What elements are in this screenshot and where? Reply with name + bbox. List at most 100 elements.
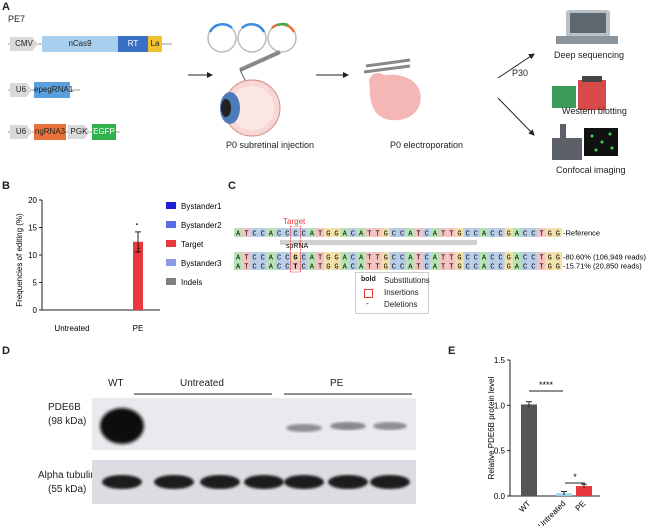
western-blot-image <box>92 398 416 504</box>
base-letter: G <box>556 264 560 272</box>
base-letter: G <box>457 255 461 263</box>
base-cell <box>365 228 374 237</box>
tubulin-band <box>154 475 194 489</box>
base-letter: C <box>474 255 478 263</box>
chart-b-legend-swatch <box>166 278 176 285</box>
base-letter: C <box>523 231 527 239</box>
base-letter: T <box>244 264 248 272</box>
base-letter: T <box>416 264 420 272</box>
rt-block: RT <box>118 36 148 52</box>
base-cell <box>439 261 448 270</box>
base-letter: A <box>482 264 487 272</box>
base-letter: C <box>490 264 494 272</box>
base-letter: C <box>351 231 355 239</box>
base-cell <box>553 261 562 270</box>
base-letter: A <box>236 264 241 272</box>
output-western-blotting: Western blotting <box>562 106 627 116</box>
base-cell <box>504 228 513 237</box>
base-cell <box>250 261 259 270</box>
base-letter: C <box>466 264 470 272</box>
base-cell <box>545 228 554 237</box>
base-letter: C <box>261 231 265 239</box>
base-letter: T <box>375 264 379 272</box>
blot-row1-kda: (98 kDa) <box>48 416 87 427</box>
base-letter: A <box>236 255 241 263</box>
base-cell <box>275 228 284 237</box>
panel-label-a: A <box>2 1 10 13</box>
chart-b-legend-swatch <box>166 221 176 228</box>
chart-e-ytick-label: 1.5 <box>494 356 506 365</box>
legend-substitutions: Substitutions <box>384 276 430 285</box>
base-cell <box>455 261 464 270</box>
base-letter: C <box>351 264 355 272</box>
base-cell <box>373 252 382 261</box>
base-cell <box>283 228 292 237</box>
base-cell <box>455 252 464 261</box>
base-letter: C <box>498 255 502 263</box>
sig-label-1: **** <box>539 380 554 390</box>
pgk-promoter: PGK <box>68 125 90 139</box>
base-letter: G <box>457 231 461 239</box>
chart-b-legend-label: Indels <box>181 278 202 287</box>
base-letter: C <box>293 231 297 239</box>
chart-e-bar <box>576 486 592 496</box>
base-cell <box>324 252 333 261</box>
base-cell <box>348 252 357 261</box>
base-letter: C <box>490 255 494 263</box>
panel-label-b: B <box>2 180 10 192</box>
panel-label-e: E <box>448 345 456 357</box>
base-cell <box>389 228 398 237</box>
chart-b-legend-swatch <box>166 259 176 266</box>
base-cell <box>324 261 333 270</box>
base-cell <box>381 228 390 237</box>
base-letter: C <box>425 231 429 239</box>
sig-label-2: * <box>573 472 577 482</box>
base-letter: A <box>359 264 364 272</box>
western-blot-icon <box>552 76 606 110</box>
base-letter: C <box>277 255 281 263</box>
base-cell <box>430 252 439 261</box>
base-cell <box>422 228 431 237</box>
base-letter: C <box>302 264 306 272</box>
base-cell <box>299 228 308 237</box>
base-cell <box>234 252 243 261</box>
base-letter: G <box>548 264 552 272</box>
chart-b-ylabel: Frequencies of editing (%) <box>15 213 24 307</box>
pde6b-band-pe1 <box>286 424 322 432</box>
target-label: Target <box>283 217 306 226</box>
chart-e-xtick-label: PE <box>574 499 588 513</box>
base-cell <box>299 252 308 261</box>
base-cell <box>242 261 251 270</box>
base-letter: T <box>449 264 453 272</box>
syringe-icon <box>239 50 281 83</box>
base-letter: T <box>367 255 371 263</box>
chart-b-ytick-label: 0 <box>33 306 38 315</box>
base-letter: G <box>334 255 338 263</box>
base-letter: T <box>416 255 420 263</box>
base-cell <box>496 228 505 237</box>
base-letter: C <box>474 264 478 272</box>
base-cell <box>447 252 456 261</box>
base-cell <box>234 228 243 237</box>
base-cell <box>357 228 366 237</box>
chart-b-ytick-label: 5 <box>33 279 38 288</box>
base-letter: C <box>523 255 527 263</box>
base-cell <box>512 228 521 237</box>
construct-lines <box>8 43 172 133</box>
base-cell <box>406 252 415 261</box>
chart-b-point <box>138 247 140 250</box>
base-letter: T <box>441 231 445 239</box>
microscope-icon <box>552 124 618 160</box>
base-letter: T <box>318 264 322 272</box>
base-letter: C <box>474 231 478 239</box>
base-letter: T <box>244 231 248 239</box>
base-cell <box>471 261 480 270</box>
base-cell <box>389 252 398 261</box>
base-cell <box>365 252 374 261</box>
base-cell <box>373 261 382 270</box>
tubulin-band <box>328 475 368 489</box>
base-cell <box>275 252 284 261</box>
base-cell <box>439 228 448 237</box>
base-cell <box>488 228 497 237</box>
base-letter: C <box>490 231 494 239</box>
